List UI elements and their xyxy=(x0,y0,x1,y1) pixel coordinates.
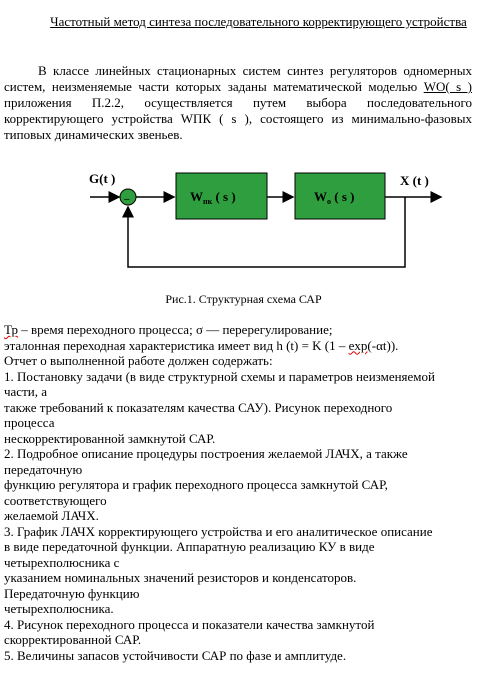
text-line: нескорректированной замкнутой САР. xyxy=(4,430,216,446)
definitions-line-2: эталонная переходная характеристика имее… xyxy=(4,337,399,353)
text-line: 4. Рисунок переходного процесса и показа… xyxy=(4,616,375,632)
text-line: скорректированной САР. xyxy=(4,632,142,647)
plant-block xyxy=(294,172,386,220)
intro-paragraph: В классе линейных стационарных систем си… xyxy=(4,63,472,143)
output-label: X (t ) xyxy=(400,173,429,188)
text-line: 2. Подробное описание процедуры построен… xyxy=(4,446,408,461)
text-line: части, а xyxy=(4,384,47,399)
text-line: четырехполюсника. xyxy=(4,601,114,616)
text-line: передаточную xyxy=(4,461,83,477)
figure-caption: Рис.1. Структурная схема САР xyxy=(165,292,322,306)
report-requirements: Тр – время переходного процесса; σ — пер… xyxy=(4,322,484,663)
definitions-line-1: Тр – время переходного процесса; σ — пер… xyxy=(4,322,333,337)
intro-text-part2: приложения П.2.2, осуществляется путем в… xyxy=(4,95,472,142)
text-line: четырехполюсника с xyxy=(4,554,120,570)
intro-text-part1: В классе линейных стационарных систем си… xyxy=(4,63,472,94)
exp-term: exp xyxy=(348,337,368,353)
wo-model-term: WO( s ) xyxy=(423,79,472,94)
text-line: также требований к показателям качества … xyxy=(4,399,393,415)
input-label: G(t ) xyxy=(89,171,115,186)
regulator-block xyxy=(175,172,268,220)
text-line: желаемой ЛАЧХ. xyxy=(4,508,99,523)
text-line: соответствующего xyxy=(4,492,107,508)
text-line: Отчет о выполненной работе должен содерж… xyxy=(4,353,273,368)
regulator-block-label: Wпк ( s ) xyxy=(190,189,236,206)
feedback-path xyxy=(122,197,406,268)
summing-minus-sign: – xyxy=(124,194,130,205)
text-line: 5. Величины запасов устойчивости САР по … xyxy=(4,647,347,663)
text-line: в виде передаточной функции. Аппаратную … xyxy=(4,539,375,554)
text-line: 1. Постановку задачи (в виде структурной… xyxy=(4,368,435,384)
text-line: 3. График ЛАЧХ корректирующего устройств… xyxy=(4,523,433,539)
text-line: функцию регулятора и график переходного … xyxy=(4,477,388,492)
tp-term: Тр xyxy=(4,322,18,337)
text-line: Передаточную функцию xyxy=(4,585,140,601)
plant-block-label: Wo ( s ) xyxy=(314,189,354,206)
document-title: Частотный метод синтеза последовательног… xyxy=(50,14,467,29)
text-line: процесса xyxy=(4,415,55,430)
text-line: указанием номинальных значений резисторо… xyxy=(4,570,357,585)
structural-diagram: G(t ) – Wпк ( s ) Wo ( s ) X (t ) xyxy=(89,171,443,268)
